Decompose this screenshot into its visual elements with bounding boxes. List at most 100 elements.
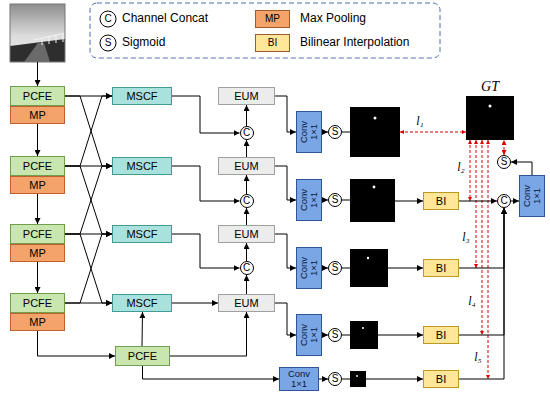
block-label: PCFE — [128, 350, 157, 362]
connector-arrow — [246, 243, 247, 261]
connector-arrow — [504, 140, 505, 155]
pcfe-block: PCFE — [10, 293, 65, 313]
mscf-block: MSCF — [112, 225, 172, 243]
connector-arrow — [246, 208, 247, 225]
block-label: EUM — [234, 228, 258, 240]
connector-arrow — [65, 96, 112, 166]
block-label: MP — [29, 109, 46, 121]
connector-arrow — [275, 166, 296, 200]
connector-arrow — [511, 201, 519, 202]
legend-symbol — [100, 11, 116, 27]
loss-link — [476, 140, 477, 268]
wire — [342, 335, 350, 336]
conv-box: Conv 1×1 — [296, 179, 322, 221]
mscf-block: MSCF — [112, 87, 172, 105]
block-label: PCFE — [23, 160, 52, 172]
wire — [388, 268, 423, 269]
wire — [395, 201, 423, 202]
connector-arrow — [319, 379, 328, 380]
block-label: PCFE — [23, 228, 52, 240]
eum-block: EUM — [218, 225, 275, 243]
block-label: C — [243, 128, 250, 138]
input-arrow — [37, 62, 38, 86]
block-label: MP — [29, 247, 46, 259]
pcfe-block: PCFE — [10, 224, 65, 244]
sigmoid-circle: S — [328, 125, 342, 139]
block-label: Conv 1×1 — [299, 118, 319, 146]
block-label: C — [243, 196, 250, 206]
interp-box: BI — [423, 259, 459, 277]
pcfe-block: PCFE — [115, 346, 170, 366]
legend-symbol — [100, 35, 116, 51]
block-label: C — [243, 263, 250, 273]
connector-arrow — [459, 208, 504, 379]
mscf-block: MSCF — [112, 157, 172, 175]
connector-arrow — [142, 312, 144, 346]
input-image — [24, 43, 50, 62]
interp-box: BI — [423, 192, 459, 210]
connector-arrow — [246, 275, 247, 294]
output-map — [350, 321, 378, 349]
wire — [366, 379, 423, 380]
conv-box: Conv 1×1 — [296, 314, 322, 356]
wire — [342, 379, 350, 380]
block-label: MSCF — [126, 160, 157, 172]
block-label: Conv 1×1 — [299, 321, 319, 349]
connector-arrow — [143, 366, 280, 379]
loss-label: l₄ — [467, 295, 477, 308]
eum-block: EUM — [218, 87, 275, 105]
concat-circle: C — [240, 126, 254, 140]
connector-arrow — [65, 96, 112, 166]
block-label: EUM — [234, 90, 258, 102]
concat-circle: C — [240, 194, 254, 208]
block-label: Conv 1×1 — [299, 254, 319, 282]
connector-arrow — [37, 124, 38, 156]
wire — [342, 268, 350, 269]
connector-arrow — [459, 208, 504, 335]
pcfe-block: PCFE — [10, 86, 65, 106]
block-label: Conv 1×1 — [285, 369, 313, 389]
conv-box: Conv 1×1 — [296, 247, 322, 289]
sigmoid-circle: S — [328, 372, 342, 386]
connector-arrow — [275, 234, 296, 268]
max-pooling-box: MP — [10, 176, 65, 194]
connector-arrow — [246, 175, 247, 194]
block-label: C — [500, 196, 507, 206]
connector-arrow — [65, 234, 112, 303]
loss-link — [488, 140, 489, 379]
block-label: BI — [436, 195, 446, 207]
connector-arrow — [459, 208, 504, 268]
concat-circle: C — [497, 194, 511, 208]
connector-arrow — [275, 303, 296, 335]
block-label: S — [332, 195, 339, 205]
legend-symbol-text: C — [104, 14, 111, 24]
legend-text: Sigmoid — [122, 36, 165, 49]
eum-block: EUM — [218, 294, 275, 312]
output-map — [350, 371, 366, 387]
connector-arrow — [511, 162, 532, 175]
block-label: EUM — [234, 297, 258, 309]
output-map — [350, 249, 388, 287]
connector-arrow — [172, 303, 218, 304]
connector-arrow — [65, 303, 112, 304]
block-label: MSCF — [126, 90, 157, 102]
sigmoid-circle: S — [497, 155, 511, 169]
block-label: MSCF — [126, 297, 157, 309]
connector-arrow — [37, 262, 38, 293]
connector-arrow — [38, 331, 116, 356]
legend-symbol-text: S — [105, 38, 112, 48]
legend-frame — [90, 3, 440, 58]
block-label: Conv 1×1 — [522, 182, 542, 210]
block-label: MP — [29, 179, 46, 191]
input-image — [63, 34, 64, 43]
target-dot — [374, 117, 377, 120]
loss-link — [400, 132, 466, 133]
connector-arrow — [246, 105, 247, 126]
legend-text: Bilinear Interpolation — [300, 36, 409, 49]
sigmoid-circle: S — [328, 193, 342, 207]
conv-box: Conv 1×1 — [279, 367, 319, 391]
loss-label: l₅ — [473, 351, 483, 364]
block-label: BI — [436, 329, 446, 341]
